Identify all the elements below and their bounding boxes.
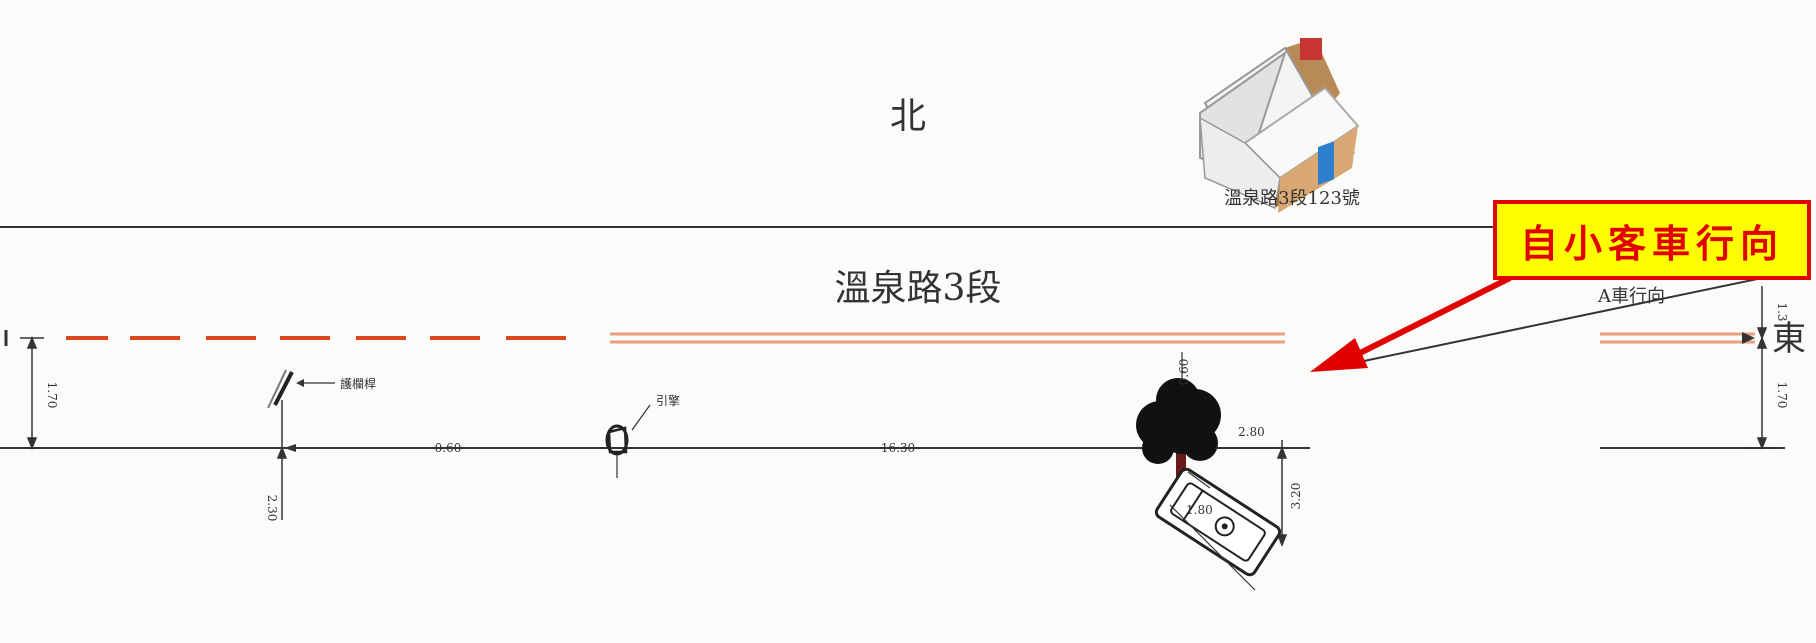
left-lower-dimension-value: 2.30 (265, 495, 279, 522)
right-vertical-dimension (1750, 286, 1774, 451)
car-dimension-line (1169, 504, 1256, 591)
engine-icon (605, 424, 629, 478)
right-vertical-dimension-value: 1.70 (1775, 382, 1789, 409)
engine-leader (631, 404, 651, 431)
car-left-dimension-value: 1.80 (1186, 503, 1213, 517)
car-dimension-line-2 (1187, 471, 1211, 489)
engine-label: 引擎 (656, 393, 680, 408)
east-arrow (1742, 332, 1755, 344)
guardrail-icon (267, 369, 294, 409)
house-address-label: 溫泉路3段123號 (1224, 188, 1360, 209)
callout-arrow (1310, 275, 1512, 372)
segment-1-arrow (284, 444, 296, 452)
tree-icon (1136, 352, 1221, 492)
left-vertical-dimension (20, 335, 44, 451)
car-icon (1154, 467, 1282, 577)
right-top-dimension-value: 1.3 (1775, 302, 1789, 321)
guardrail-leader-arrow (296, 379, 304, 387)
left-vertical-dimension-value: 1.70 (45, 382, 59, 409)
center-double-line (610, 332, 1755, 344)
east-label: 東 (1772, 319, 1806, 359)
house-icon (1199, 38, 1360, 213)
segment-2-value: 16.30 (881, 441, 915, 455)
guardrail-vertical-dimension (276, 400, 288, 520)
direction-callout-text: 自小客車行向 (1519, 221, 1784, 266)
tree-top-dimension-value: 0.60 (1177, 359, 1191, 386)
vehicle-a-direction-label: A車行向 (1597, 286, 1665, 307)
tree-right-dimension (1215, 440, 1288, 548)
tree-right-dimension-value: 2.80 (1238, 425, 1265, 439)
segment-1-value: 0.60 (435, 441, 462, 455)
car-right-dimension-value: 3.20 (1289, 483, 1303, 510)
road-name-label: 溫泉路3段 (835, 268, 1002, 309)
guardrail-label: 護欄桿 (340, 376, 376, 391)
north-label: 北 (890, 96, 926, 137)
direction-callout: 自小客車行向 (1493, 200, 1811, 280)
vehicle-a-direction-line (1339, 267, 1811, 367)
